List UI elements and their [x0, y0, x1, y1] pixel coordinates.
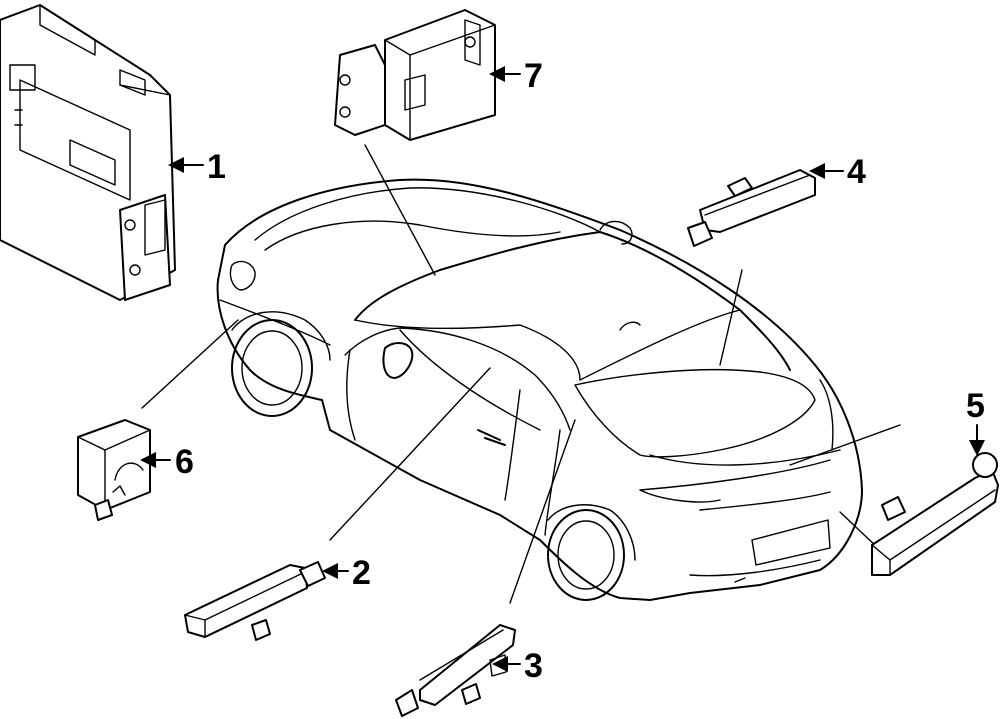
callout-number: 6 [175, 443, 194, 481]
car-illustration [216, 178, 863, 601]
callout-number: 1 [207, 148, 226, 186]
callout-number: 4 [847, 153, 866, 191]
arrow-head-icon [168, 157, 184, 173]
part-3-sensor [395, 624, 516, 717]
leader-lines [141, 144, 901, 604]
callout-2: 2 [322, 554, 371, 592]
callout-4: 4 [809, 153, 866, 191]
part-2-sensor [184, 561, 326, 641]
part-6-relay [77, 419, 151, 521]
part-7-module-with-bracket [334, 9, 496, 141]
callout-number: 7 [524, 57, 543, 95]
arrow-head-icon [140, 452, 156, 468]
callout-1: 1 [168, 148, 226, 186]
arrow-head-icon [492, 656, 508, 672]
arrow-head-icon [809, 163, 825, 179]
part-5-sensor [871, 452, 999, 576]
callout-number: 5 [966, 387, 985, 425]
callout-number: 3 [524, 647, 543, 685]
arrow-head-icon [489, 66, 505, 82]
callout-3: 3 [492, 647, 543, 685]
callout-number: 2 [352, 554, 371, 592]
callout-5: 5 [966, 387, 985, 456]
callout-7: 7 [489, 57, 543, 95]
callout-6: 6 [140, 443, 194, 481]
part-4-sensor [687, 169, 816, 247]
arrow-head-icon [322, 563, 338, 579]
part-1-control-module [0, 4, 176, 301]
arrow-head-icon [969, 440, 985, 456]
